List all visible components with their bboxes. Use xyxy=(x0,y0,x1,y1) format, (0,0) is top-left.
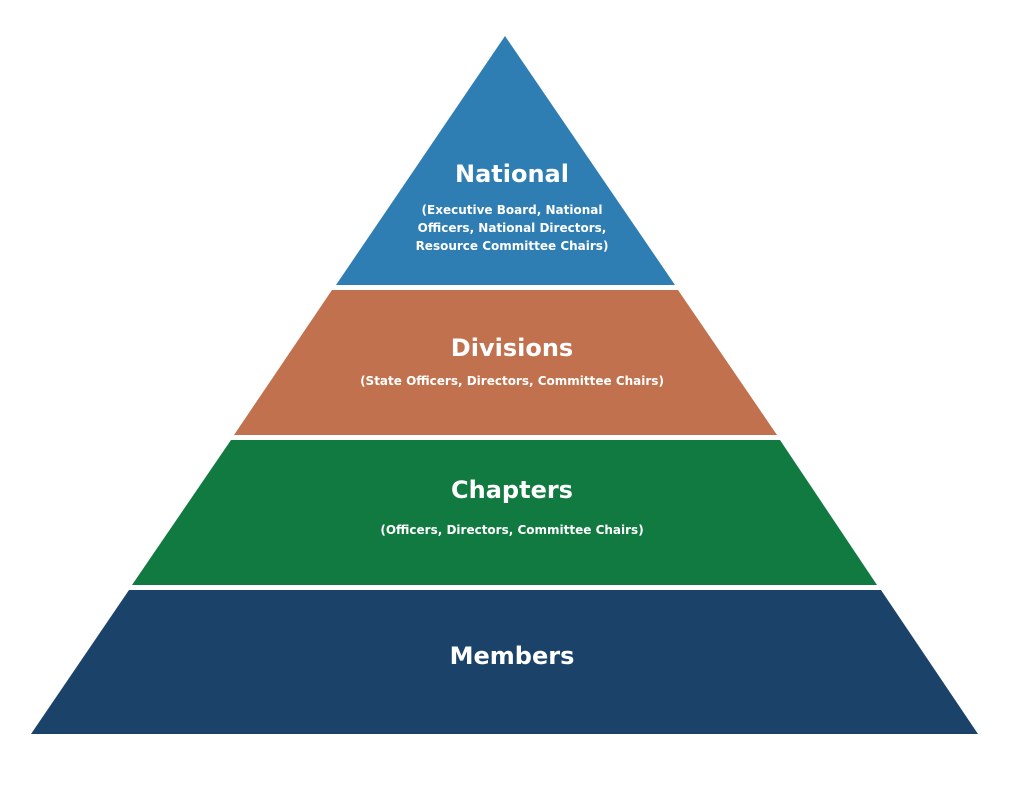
tier-chapters-detail: (Officers, Directors, Committee Chairs) xyxy=(380,523,644,537)
tier-chapters-shape xyxy=(132,440,877,585)
tier-members-shape xyxy=(31,590,978,734)
tier-national-detail-1: (Executive Board, National xyxy=(421,203,603,217)
tier-members-title: Members xyxy=(449,642,575,670)
tier-divisions-shape xyxy=(234,290,777,435)
tier-divisions-title: Divisions xyxy=(450,334,574,362)
tier-national-detail-3: Resource Committee Chairs) xyxy=(415,239,609,253)
tier-chapters-title: Chapters xyxy=(451,476,573,504)
tier-divisions-detail: (State Officers, Directors, Committee Ch… xyxy=(360,374,664,388)
tier-national-detail-2: Officers, National Directors, xyxy=(417,221,607,235)
tier-national-shape xyxy=(336,36,675,285)
tier-national-title: National xyxy=(455,160,569,188)
